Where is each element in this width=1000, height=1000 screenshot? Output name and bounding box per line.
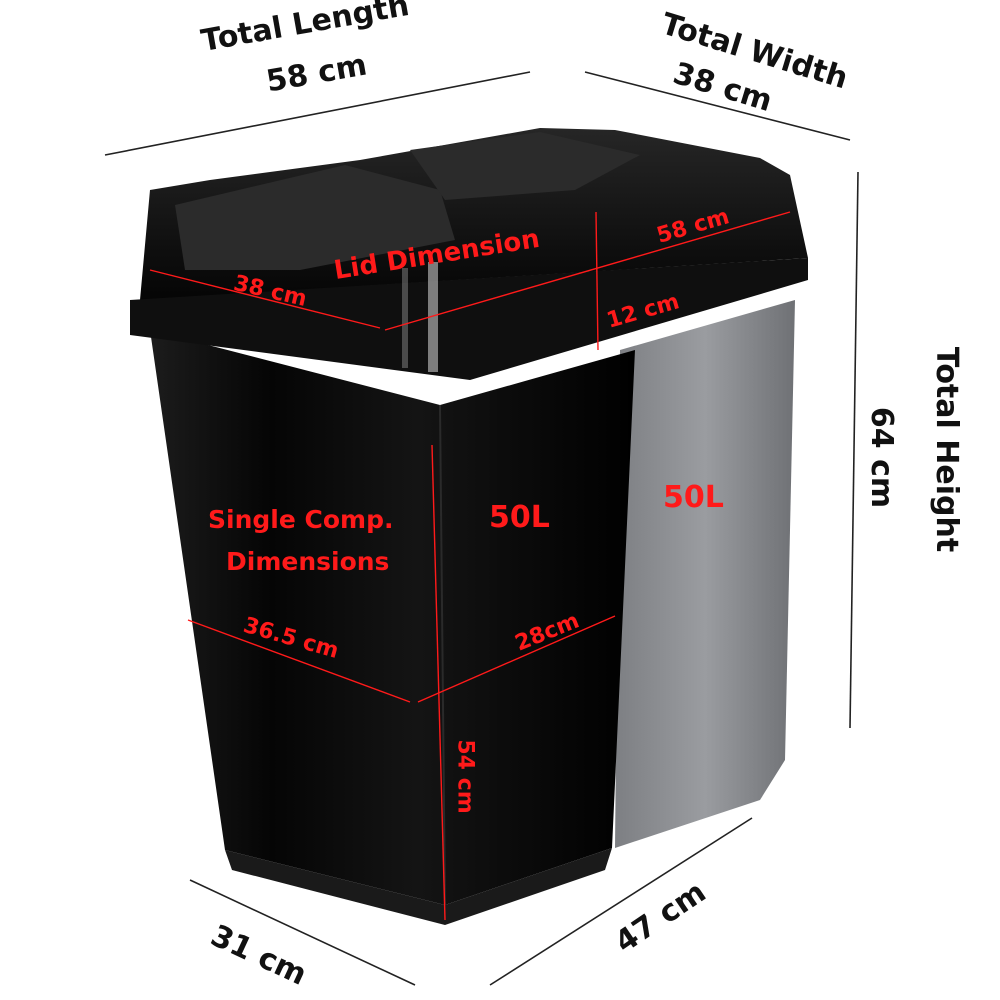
comp-title-line1: Single Comp.	[208, 505, 394, 534]
comp-height-value: 54 cm	[452, 739, 478, 814]
lid-length-line	[384, 211, 791, 331]
lid-rim	[130, 258, 808, 380]
total-height-title: Total Height	[929, 346, 965, 553]
lid-flap-left	[175, 165, 455, 270]
comp-width-line	[187, 619, 411, 703]
base-left-line	[189, 879, 416, 986]
grey-compartment	[615, 300, 795, 848]
comp-title-line2: Dimensions	[226, 547, 390, 576]
total-height-value: 64 cm	[864, 406, 900, 509]
capacity-front: 50L	[489, 500, 550, 535]
comp-depth-line	[417, 615, 616, 703]
total-height-line	[849, 171, 859, 729]
lid-width-line	[149, 269, 381, 329]
capacity-side: 50L	[663, 480, 724, 515]
total-length-line	[104, 71, 531, 156]
lid-flap-right	[410, 132, 640, 200]
total-width-line	[584, 71, 851, 141]
lid-height-line	[595, 211, 599, 351]
comp-height-line	[431, 444, 446, 921]
base-right-line	[489, 817, 753, 986]
black-compartment	[150, 330, 635, 905]
